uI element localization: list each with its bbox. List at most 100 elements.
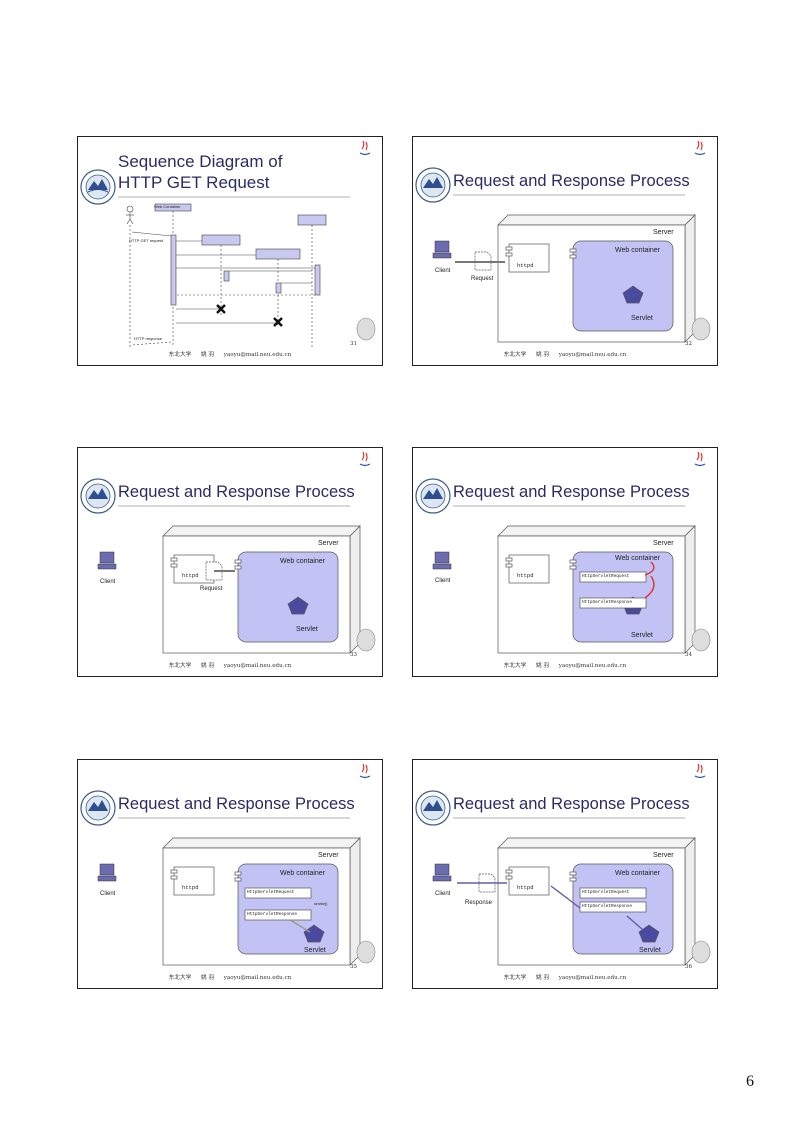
- service-label: service(): [314, 902, 328, 906]
- servlet-label: Servlet: [296, 626, 318, 633]
- slide-decoration: [80, 140, 376, 347]
- footer-school: 东北大学: [503, 975, 527, 981]
- java-logo-icon: [694, 763, 706, 779]
- head-sketch-icon: [356, 317, 376, 341]
- server-box: [497, 525, 696, 654]
- slide-footer: 东北大学 姚 羽 yaoyu@mail.neu.edu.cn: [413, 973, 717, 981]
- slide-36: Request and Response Process Server Web …: [412, 759, 718, 989]
- java-logo-icon: [359, 451, 371, 467]
- web-container-label: Web container: [615, 555, 661, 562]
- slide-33: Request and Response Process Server Web …: [77, 447, 383, 677]
- server-box: [162, 837, 361, 966]
- footer-school: 东北大学: [168, 352, 192, 358]
- slide-title: Request and Response Process: [118, 483, 355, 501]
- server-box: [457, 837, 696, 966]
- slide-title: Request and Response Process: [453, 795, 690, 813]
- message-label: HTTP GET request: [129, 238, 164, 243]
- slide-number: 35: [350, 964, 357, 970]
- footer-name: 姚 羽: [535, 663, 549, 669]
- web-container-label: Web container: [280, 558, 326, 565]
- httpd-label: httpd: [517, 262, 534, 269]
- slide-number: 31: [350, 341, 357, 347]
- slide-number: 34: [685, 652, 692, 658]
- httpd-label: httpd: [182, 572, 199, 579]
- client-label: Client: [100, 579, 116, 585]
- servlet-label: Servlet: [639, 947, 661, 954]
- footer-email: yaoyu@mail.neu.edu.cn: [558, 663, 627, 669]
- client-label: Client: [435, 578, 451, 584]
- footer-name: 姚 羽: [200, 352, 214, 358]
- page-number: 6: [746, 1073, 754, 1090]
- java-logo-icon: [359, 763, 371, 779]
- slide-title: Sequence Diagram of HTTP GET Request: [118, 152, 283, 192]
- head-sketch-icon: [356, 940, 376, 964]
- footer-name: 姚 羽: [200, 975, 214, 981]
- slide-decoration: [80, 451, 376, 654]
- footer-school: 东北大学: [503, 352, 527, 358]
- footer-school: 东北大学: [168, 975, 192, 981]
- slide-decoration: [415, 451, 711, 654]
- request-label: Request: [200, 586, 223, 592]
- server-label: Server: [318, 540, 339, 547]
- footer-email: yaoyu@mail.neu.edu.cn: [223, 975, 292, 981]
- slide-title: Request and Response Process: [118, 795, 355, 813]
- lifeline-web-container: Web Container: [154, 204, 181, 209]
- university-logo: [80, 790, 116, 826]
- slide-footer: 东北大学 姚 羽 yaoyu@mail.neu.edu.cn: [78, 973, 382, 981]
- response-object-label: HttpServletResponse: [247, 912, 298, 917]
- server-label: Server: [653, 852, 674, 859]
- request-object-label: HttpServletRequest: [247, 890, 295, 895]
- java-logo-icon: [694, 140, 706, 156]
- httpd-label: httpd: [182, 884, 199, 891]
- httpd-label: httpd: [517, 572, 534, 579]
- slide-number: 36: [685, 964, 692, 970]
- head-sketch-icon: [691, 317, 711, 341]
- server-label: Server: [318, 852, 339, 859]
- head-sketch-icon: [356, 628, 376, 652]
- web-container-label: Web container: [280, 870, 326, 877]
- servlet-label: Servlet: [631, 632, 653, 639]
- slide-footer: 东北大学 姚 羽 yaoyu@mail.neu.edu.cn: [78, 661, 382, 669]
- request-label: Request: [471, 276, 494, 282]
- server-box: [162, 525, 361, 654]
- head-sketch-icon: [691, 940, 711, 964]
- client-computer-icon: [97, 863, 117, 882]
- response-object-label: HttpServletResponse: [582, 904, 633, 909]
- university-logo: [80, 478, 116, 514]
- slide-number: 32: [685, 341, 692, 347]
- response-object-label: HttpServletResponse: [582, 600, 633, 605]
- client-label: Client: [100, 891, 116, 897]
- university-logo: [415, 478, 451, 514]
- web-container-label: Web container: [615, 870, 661, 877]
- slide-number: 33: [350, 652, 357, 658]
- servlet-label: Servlet: [304, 947, 326, 954]
- request-object-label: HttpServletRequest: [582, 574, 630, 579]
- message-label: HTTP response: [134, 336, 162, 341]
- footer-school: 东北大学: [168, 663, 192, 669]
- java-logo-icon: [359, 140, 371, 156]
- client-computer-icon: [432, 551, 452, 570]
- footer-email: yaoyu@mail.neu.edu.cn: [558, 975, 627, 981]
- request-object-label: HttpServletRequest: [582, 890, 630, 895]
- slide-footer: 东北大学 姚 羽 yaoyu@mail.neu.edu.cn: [78, 350, 382, 358]
- web-container-label: Web container: [615, 247, 661, 254]
- slide-decoration: [415, 763, 711, 966]
- slide-title: Request and Response Process: [453, 483, 690, 501]
- head-sketch-icon: [691, 628, 711, 652]
- university-logo: [80, 169, 116, 205]
- response-label: Response: [465, 900, 493, 906]
- footer-email: yaoyu@mail.neu.edu.cn: [558, 352, 627, 358]
- client-computer-icon: [97, 551, 117, 570]
- slide-footer: 东北大学 姚 羽 yaoyu@mail.neu.edu.cn: [413, 661, 717, 669]
- footer-name: 姚 羽: [535, 975, 549, 981]
- slide-35: Request and Response Process Server Web …: [77, 759, 383, 989]
- footer-email: yaoyu@mail.neu.edu.cn: [223, 352, 292, 358]
- university-logo: [415, 790, 451, 826]
- client-computer-icon: [432, 240, 452, 259]
- servlet-label: Servlet: [631, 315, 653, 322]
- slide-footer: 东北大学 姚 羽 yaoyu@mail.neu.edu.cn: [413, 350, 717, 358]
- server-box: [455, 214, 696, 343]
- slide-34: Request and Response Process Server Web …: [412, 447, 718, 677]
- client-computer-icon: [432, 863, 452, 882]
- slide-31: Sequence Diagram of HTTP GET Request Web…: [77, 136, 383, 366]
